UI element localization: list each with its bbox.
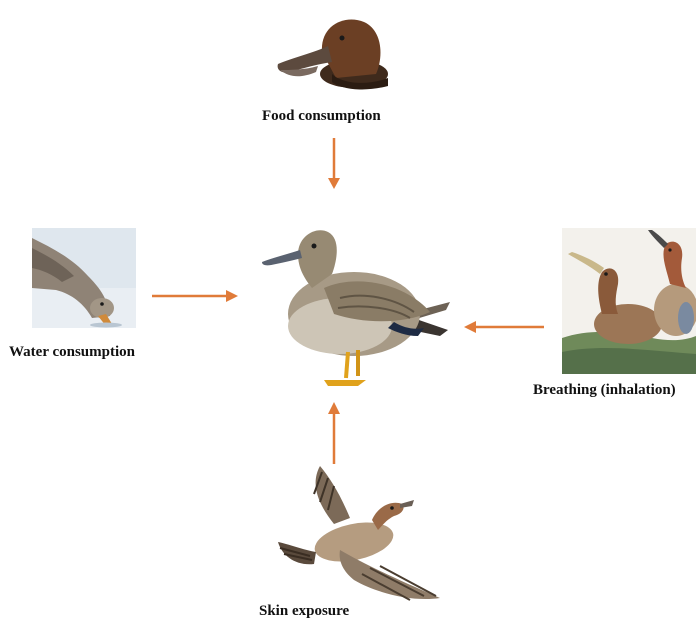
duck-head-feeding-icon	[272, 12, 396, 94]
arrow-left-breathing	[464, 319, 544, 335]
two-ducks-image	[562, 228, 696, 374]
water-consumption-label: Water consumption	[9, 344, 135, 361]
standing-duck-image	[254, 218, 454, 390]
flying-duck-image	[274, 464, 444, 604]
flying-duck-icon	[274, 464, 444, 604]
duck-drinking-image	[32, 228, 136, 328]
skin-exposure-label: Skin exposure	[259, 603, 349, 619]
duck-drinking-icon	[32, 228, 136, 328]
breathing-inhalation-label: Breathing (inhalation)	[533, 382, 676, 399]
duck-head-feeding-image	[272, 12, 396, 94]
arrow-up-skin	[326, 402, 342, 464]
arrow-down-food	[326, 138, 342, 190]
standing-duck-icon	[254, 218, 454, 390]
two-ducks-icon	[562, 228, 696, 374]
food-consumption-label: Food consumption	[262, 108, 381, 125]
arrow-right-water	[152, 288, 240, 304]
